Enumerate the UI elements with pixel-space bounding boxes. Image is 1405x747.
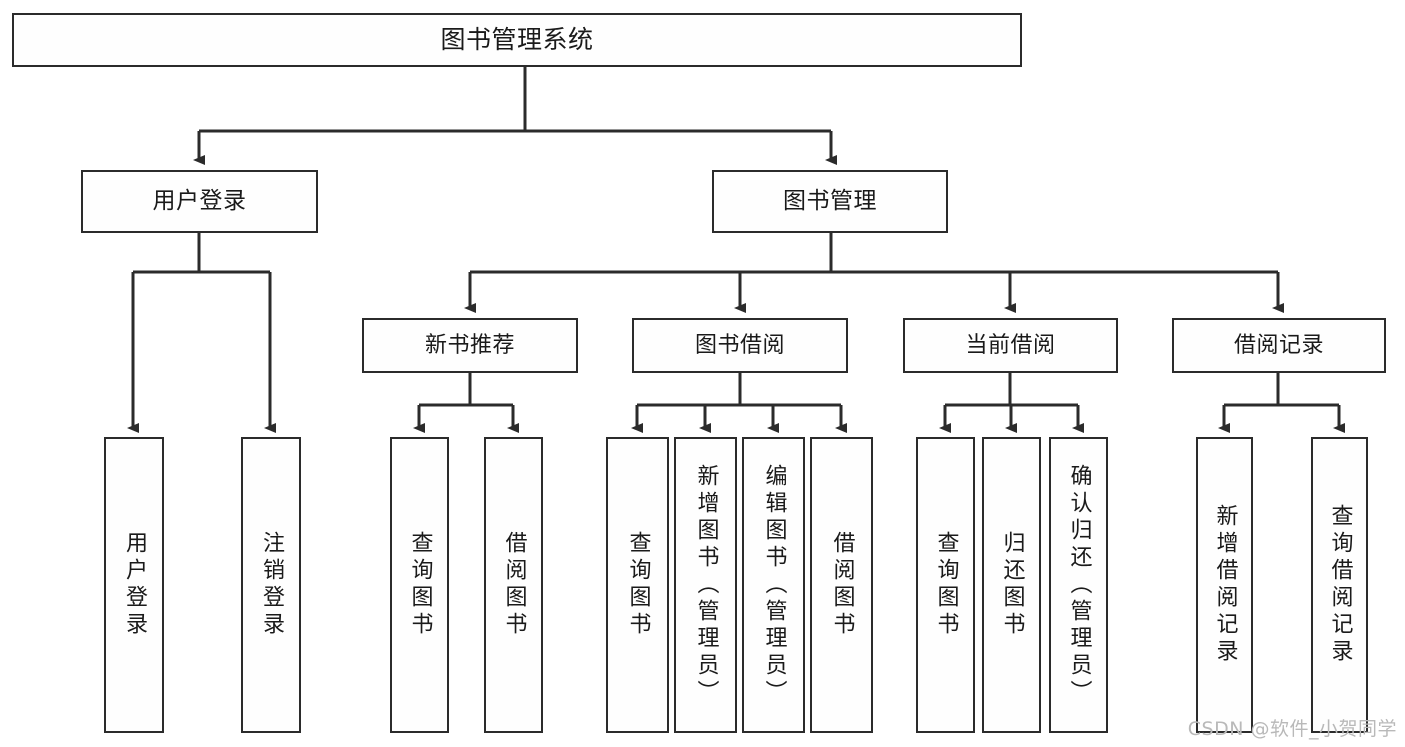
leaf-node[interactable]: 确认归还（管理员） [1049, 437, 1108, 733]
node-label: 查询图书 [933, 531, 959, 639]
node-label: 当前借阅 [965, 332, 1056, 358]
leaf-node[interactable]: 查询图书 [390, 437, 449, 733]
leaf-node[interactable]: 新增借阅记录 [1196, 437, 1253, 733]
node-label: 新增图书（管理员） [693, 463, 719, 707]
leaf-node[interactable]: 借阅图书 [810, 437, 873, 733]
leaf-node[interactable]: 注销登录 [241, 437, 301, 733]
leaf-node[interactable]: 新增图书（管理员） [674, 437, 737, 733]
node-label: 新增借阅记录 [1212, 504, 1238, 666]
node-label: 新书推荐 [424, 332, 515, 358]
node-user-login[interactable]: 用户登录 [81, 170, 318, 233]
leaf-node[interactable]: 编辑图书（管理员） [742, 437, 805, 733]
node-label: 借阅记录 [1233, 332, 1324, 358]
node-label: 查询借阅记录 [1327, 504, 1353, 666]
node-label: 确认归还（管理员） [1066, 463, 1092, 707]
leaf-node[interactable]: 归还图书 [982, 437, 1041, 733]
node-current-borrow[interactable]: 当前借阅 [903, 318, 1118, 373]
node-label: 图书管理 [783, 187, 877, 214]
node-label: 编辑图书（管理员） [761, 463, 787, 707]
node-label: 用户登录 [152, 187, 247, 214]
node-root-system[interactable]: 图书管理系统 [12, 13, 1022, 67]
node-label: 查询图书 [625, 531, 651, 639]
leaf-node[interactable]: 借阅图书 [484, 437, 543, 733]
node-borrow-records[interactable]: 借阅记录 [1172, 318, 1386, 373]
node-new-book-recommend[interactable]: 新书推荐 [362, 318, 578, 373]
node-label: 图书借阅 [694, 332, 785, 358]
leaf-node[interactable]: 查询图书 [916, 437, 975, 733]
node-book-management[interactable]: 图书管理 [712, 170, 948, 233]
node-label: 查询图书 [407, 531, 433, 639]
node-book-borrow[interactable]: 图书借阅 [632, 318, 848, 373]
leaf-node[interactable]: 用户登录 [104, 437, 164, 733]
node-label: 借阅图书 [501, 531, 527, 639]
node-label: 借阅图书 [829, 531, 855, 639]
leaf-node[interactable]: 查询图书 [606, 437, 669, 733]
node-label: 归还图书 [999, 531, 1025, 639]
node-label: 注销登录 [259, 531, 284, 639]
connectors [127, 67, 1345, 433]
node-label: 用户登录 [122, 531, 147, 639]
node-label: 图书管理系统 [440, 25, 594, 55]
leaf-node[interactable]: 查询借阅记录 [1311, 437, 1368, 733]
